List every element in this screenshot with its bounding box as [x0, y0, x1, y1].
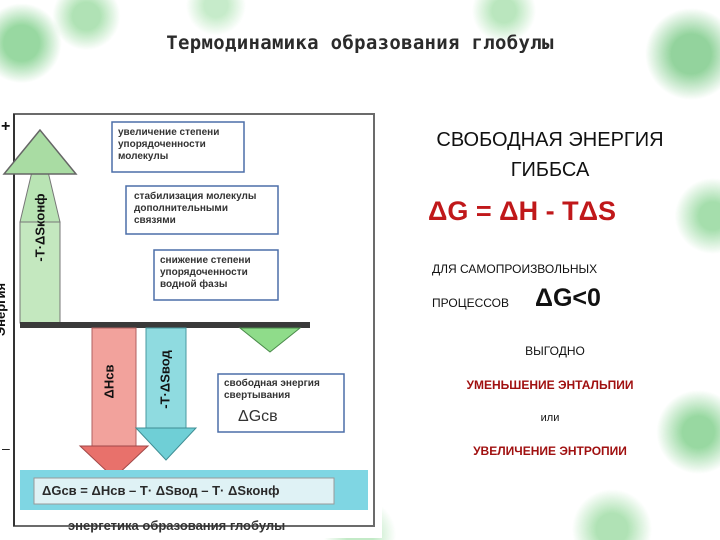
box-order-increase	[111, 121, 245, 173]
energy-baseline	[20, 322, 310, 328]
water-arrow-body	[145, 327, 187, 429]
free-energy-arrow	[238, 327, 302, 353]
box-free-energy-text: свободная энергия свертывания	[224, 378, 320, 401]
enthalpy-arrow-label: ΔHсв	[101, 364, 117, 399]
diagram-drawing	[2, 113, 375, 527]
water-arrow-label: -T·ΔSвод	[157, 350, 173, 409]
figure-caption: энергетика образования глобулы	[68, 518, 286, 533]
water-arrow-head	[134, 427, 198, 461]
box-order-increase-text: увеличение степени упорядоченности молек…	[118, 127, 220, 162]
box-free-energy-symbol: ΔGсв	[238, 408, 278, 425]
box-free-energy	[217, 373, 345, 433]
energy-axis-label: Энергия	[0, 282, 9, 337]
equation-text: ΔGсв = ΔHсв – T· ΔSвод – T· ΔSконф	[42, 483, 280, 498]
gibbs-heading: СВОБОДНАЯ ЭНЕРГИЯ ГИББСА	[436, 129, 664, 181]
energy-diagram: + – Энергия -T·ΔSконф ΔHсв -T·ΔSвод увел…	[0, 110, 382, 538]
more-entropy-label: УВЕЛИЧЕНИЕ ЭНТРОПИИ	[473, 444, 627, 458]
dg-condition: ΔG<0	[535, 284, 601, 312]
slide-title: Термодинамика образования глобулы	[166, 32, 554, 54]
or-label: или	[540, 412, 560, 424]
conf-arrow-tip	[2, 128, 78, 175]
gibbs-formula: ΔG = ΔH - TΔS	[428, 196, 616, 226]
equation-box	[33, 477, 335, 505]
diagram-frame	[13, 113, 375, 527]
minus-sign: –	[2, 440, 10, 456]
enthalpy-arrow-head	[78, 445, 150, 479]
box-stabilization-text: стабилизация молекулы дополнительными св…	[134, 191, 257, 226]
plus-sign: +	[1, 118, 11, 135]
favorable-label: ВЫГОДНО	[525, 344, 585, 358]
box-stabilization	[125, 185, 279, 235]
box-water-order	[153, 249, 279, 301]
condition-line-2: ПРОЦЕССОВ	[432, 296, 509, 310]
box-water-order-text: снижение степени упорядоченности водной …	[160, 255, 251, 290]
condition-line-1: ДЛЯ САМОПРОИЗВОЛЬНЫХ	[432, 262, 598, 276]
enthalpy-arrow-body	[91, 327, 137, 447]
less-enthalpy-label: УМЕНЬШЕНИЕ ЭНТАЛЬПИИ	[466, 378, 634, 392]
conf-arrow-label: -T·ΔSконф	[32, 193, 48, 262]
